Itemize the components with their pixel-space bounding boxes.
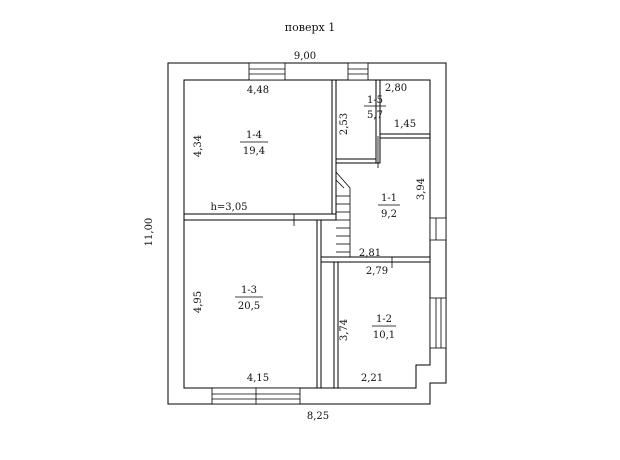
room-1-3-area: 20,5 bbox=[238, 301, 260, 312]
door-entrance bbox=[429, 217, 447, 241]
room-1-5-area: 5,7 bbox=[367, 110, 383, 121]
wall-1-4-right bbox=[331, 79, 337, 219]
room-1-3-id: 1-3 bbox=[241, 285, 257, 296]
dim-1-2-top: 2,79 bbox=[366, 266, 388, 277]
room-1-2-area: 10,1 bbox=[373, 330, 395, 341]
room-1-4-area: 19,4 bbox=[243, 146, 265, 157]
room-1-2-id: 1-2 bbox=[376, 314, 392, 325]
dim-overall-top: 9,00 bbox=[294, 51, 316, 62]
dim-overall-left: 11,00 bbox=[144, 218, 155, 247]
dim-1-1-right: 3,94 bbox=[416, 178, 427, 200]
room-1-1-id: 1-1 bbox=[381, 193, 397, 204]
window-top-right bbox=[347, 62, 369, 81]
wall-1-5-bottom bbox=[335, 158, 381, 164]
dim-1-4-left: 4,34 bbox=[193, 135, 204, 157]
dim-overall-bottom: 8,25 bbox=[307, 411, 329, 422]
window-bottom bbox=[211, 387, 301, 405]
dim-1-3-left: 4,95 bbox=[193, 291, 204, 313]
room-1-5-id: 1-5 bbox=[367, 95, 383, 106]
dim-1-1-bottom: 2,81 bbox=[359, 248, 381, 259]
wall-1-2-left bbox=[333, 261, 339, 389]
wall-1-3-right bbox=[316, 219, 322, 389]
plan-title: поверх 1 bbox=[285, 21, 335, 34]
dim-1-5-top: 2,80 bbox=[385, 83, 407, 94]
outer-walls bbox=[167, 62, 447, 405]
dim-1-2-bottom: 2,21 bbox=[361, 373, 383, 384]
window-right bbox=[429, 297, 447, 349]
dim-1-5-lower: 1,45 bbox=[394, 119, 416, 130]
dim-1-4-top: 4,48 bbox=[247, 85, 269, 96]
staircase bbox=[335, 171, 351, 257]
wall-1-5-lower bbox=[379, 133, 431, 139]
window-top-left bbox=[248, 62, 286, 81]
room-1-4-id: 1-4 bbox=[246, 130, 262, 141]
dim-1-3-bottom: 4,15 bbox=[247, 373, 269, 384]
ceiling-height: h=3,05 bbox=[210, 202, 247, 213]
wall-1-1-bottom bbox=[320, 256, 431, 263]
dim-1-2-left: 3,74 bbox=[339, 319, 350, 341]
dim-1-5-left: 2,53 bbox=[339, 113, 350, 135]
wall-1-4-bottom bbox=[183, 213, 337, 221]
room-1-1-area: 9,2 bbox=[381, 209, 397, 220]
